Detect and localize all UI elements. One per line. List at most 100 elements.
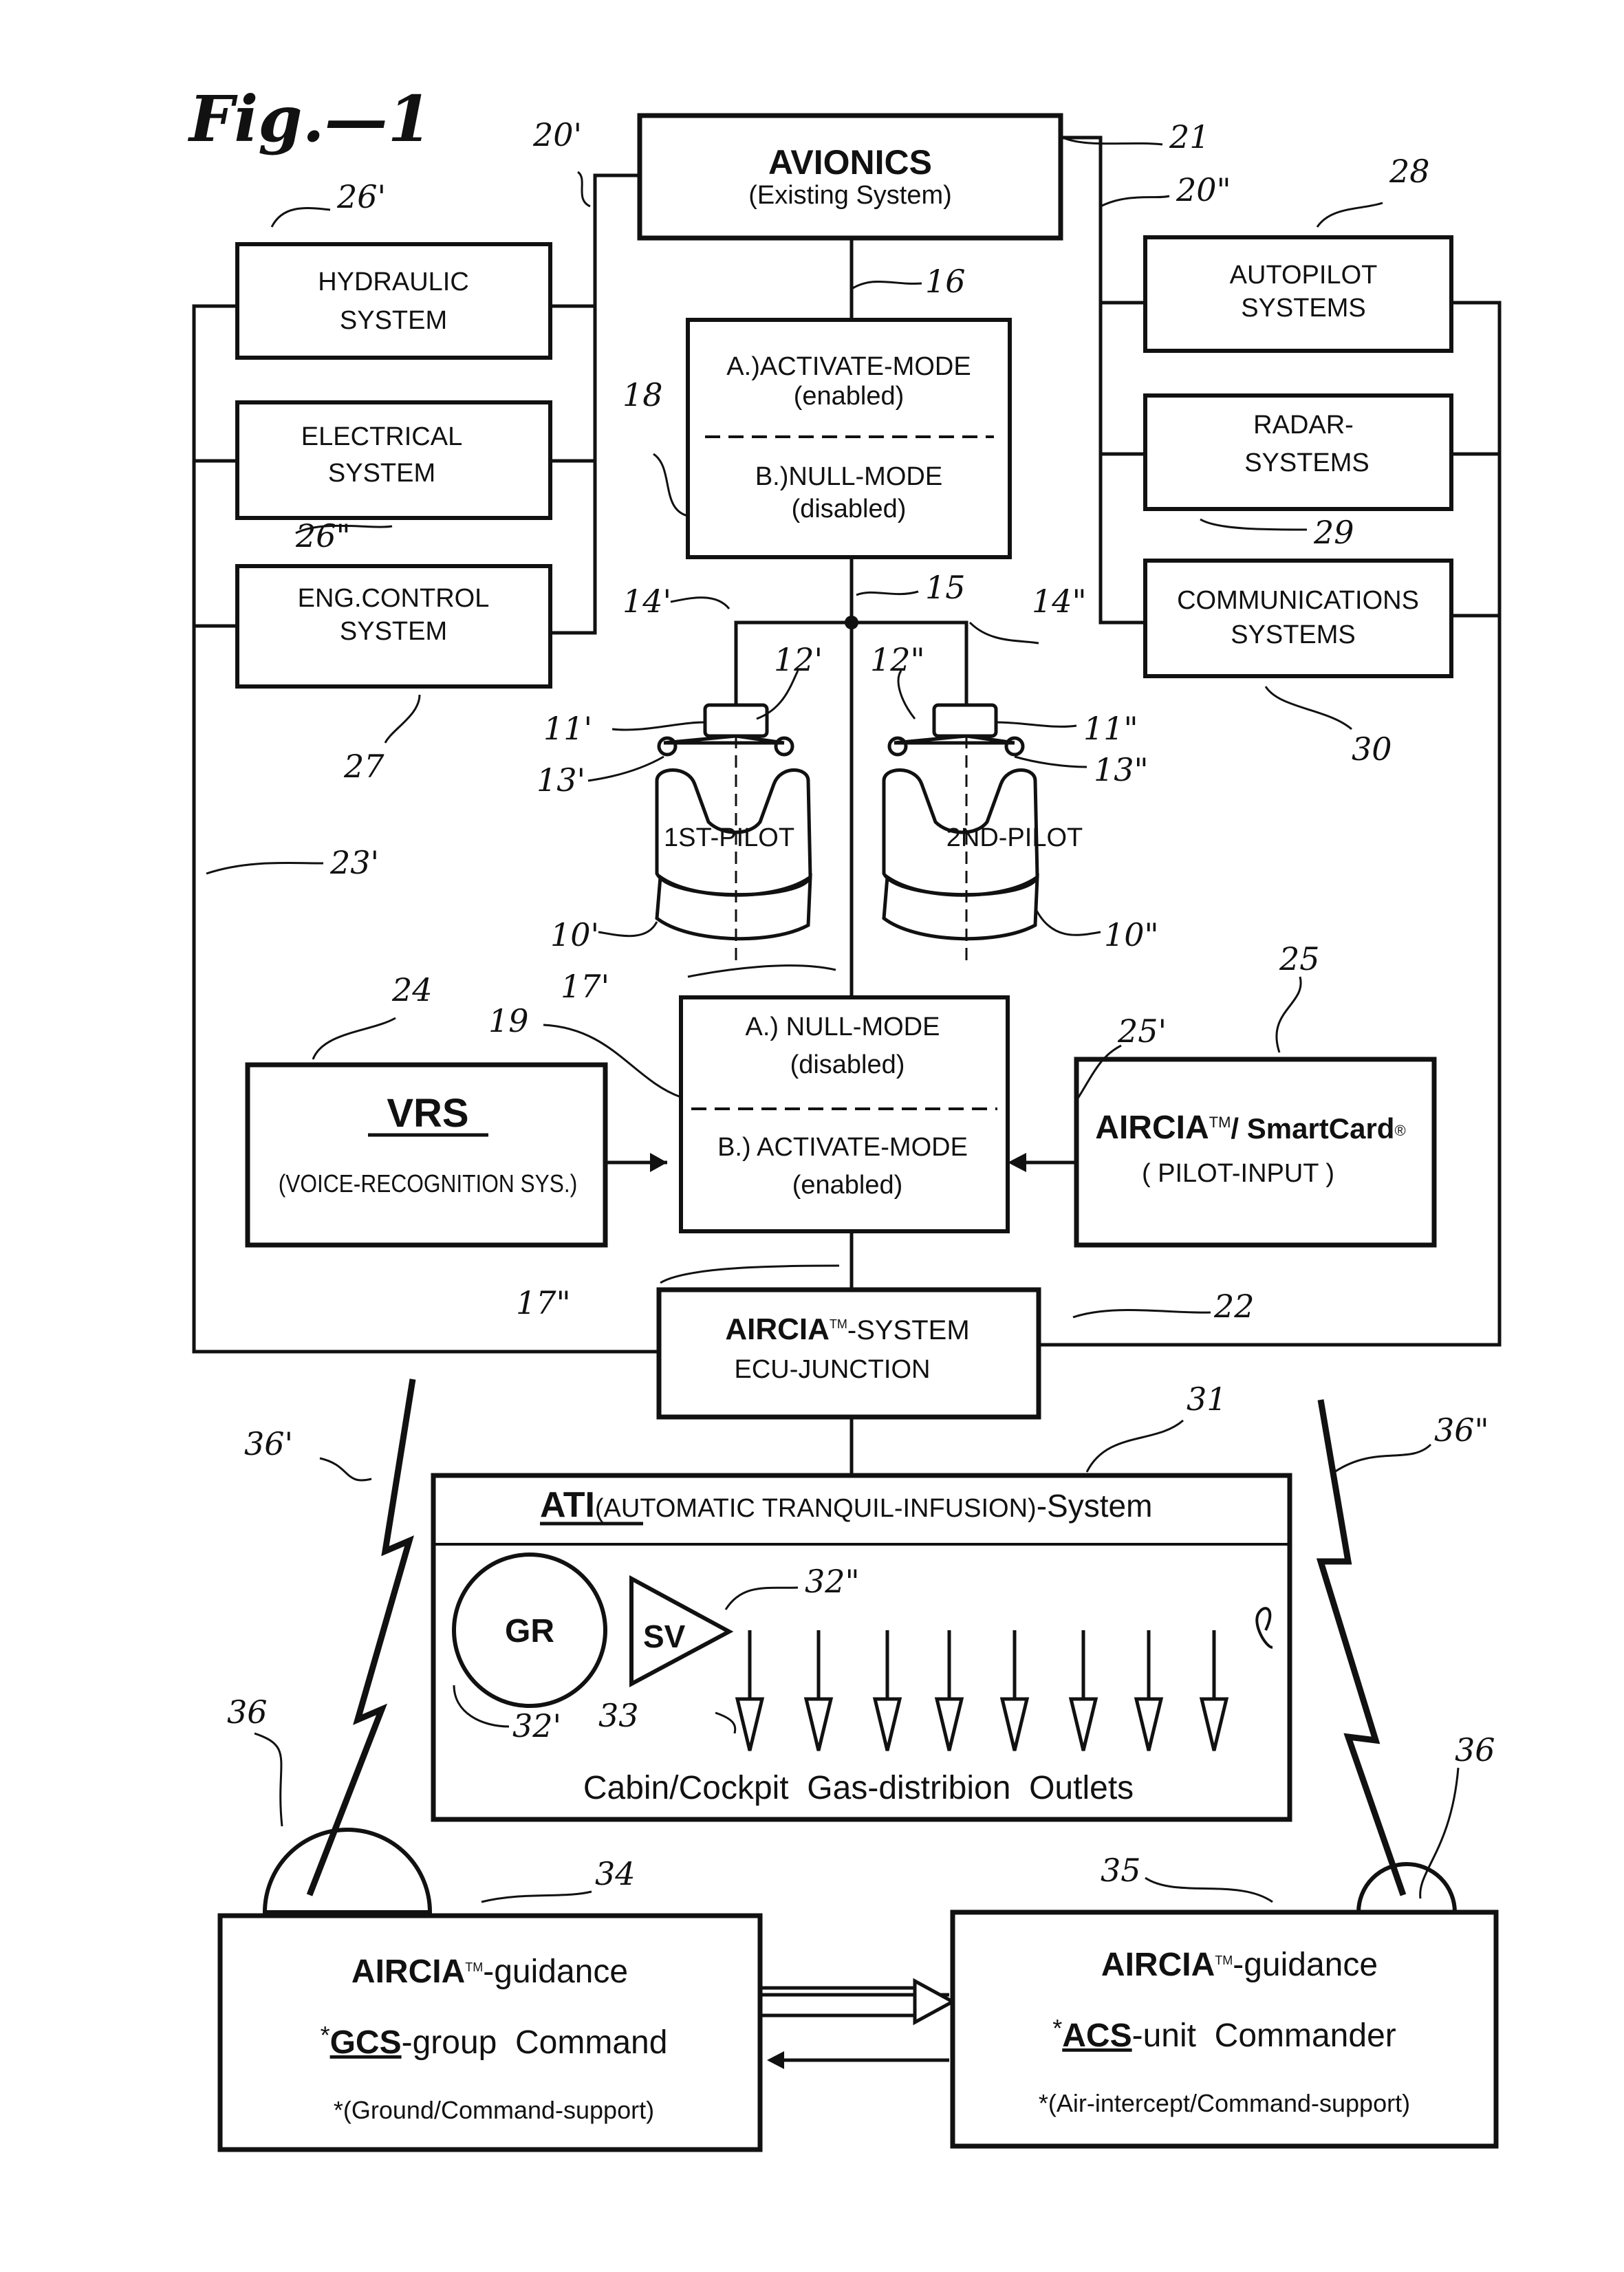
ref-20pp: 20" — [1176, 171, 1231, 208]
avionics-subtitle: (Existing System) — [748, 181, 952, 210]
ref-36b: 36 — [1455, 1731, 1495, 1768]
ref-12p: 12' — [774, 641, 823, 678]
gcs-box: AIRCIATM-guidance *GCS-group Command *(G… — [220, 1916, 760, 2150]
eng-control-box: ENG.CONTROL SYSTEM — [237, 566, 550, 686]
electrical-line1: ELECTRICAL — [301, 422, 462, 451]
vrs-box: VRS (VOICE-RECOGNITION SYS.) — [248, 1065, 605, 1245]
vrs-title: VRS — [387, 1091, 468, 1136]
ref-26p: 26' — [336, 178, 386, 215]
autopilot-line1: AUTOPILOT — [1230, 261, 1378, 290]
gcs-title: AIRCIATM-guidance — [351, 1954, 628, 1990]
smartcard-title: AIRCIATM/ SmartCard® — [1095, 1110, 1405, 1146]
acs-title: AIRCIATM-guidance — [1101, 1947, 1378, 1983]
ref-16: 16 — [925, 263, 966, 300]
arrowhead-to-gcs — [767, 2051, 784, 2069]
ref-19: 19 — [488, 1002, 529, 1039]
mode-box-lower: A.) NULL-MODE (disabled) B.) ACTIVATE-MO… — [681, 997, 1008, 1231]
junction-title: AIRCIATM-SYSTEM — [725, 1312, 969, 1346]
acs-command: *ACS-unit Commander — [1052, 2014, 1396, 2054]
ref-24: 24 — [391, 971, 433, 1008]
electrical-box: ELECTRICAL SYSTEM — [237, 402, 550, 518]
communications-box: COMMUNICATIONS SYSTEMS — [1145, 561, 1451, 676]
ref-14pp: 14" — [1032, 583, 1087, 620]
arrowhead-vrs — [650, 1153, 667, 1172]
mode-upper-a1: A.)ACTIVATE-MODE — [726, 352, 971, 381]
ecu-junction-box: AIRCIATM-SYSTEM ECU-JUNCTION — [659, 1290, 1039, 1417]
gcs-command: *GCS-group Command — [321, 2021, 668, 2061]
ref-36pp: 36" — [1434, 1411, 1489, 1449]
ref-35: 35 — [1101, 1852, 1141, 1889]
ref-30: 30 — [1352, 731, 1392, 768]
ref-32pp: 32" — [805, 1563, 860, 1600]
acs-support: *(Air-intercept/Command-support) — [1039, 2089, 1410, 2117]
junction-node — [845, 616, 858, 629]
ref-18: 18 — [622, 376, 663, 413]
ref-25: 25 — [1279, 940, 1320, 977]
ref-10pp: 10" — [1104, 916, 1159, 953]
ref-23p: 23' — [329, 844, 379, 881]
smartcard-box: AIRCIATM/ SmartCard® ( PILOT-INPUT ) — [1076, 1059, 1434, 1245]
ref-17p: 17' — [561, 968, 609, 1005]
hydraulic-box: HYDRAULIC SYSTEM — [237, 244, 550, 358]
vrs-subtitle: (VOICE-RECOGNITION SYS.) — [279, 1170, 578, 1198]
eng-control-line1: ENG.CONTROL — [298, 584, 490, 613]
lightning-bolt-right-icon — [1321, 1400, 1403, 1895]
ref-10p: 10' — [550, 916, 599, 953]
ref-32p: 32' — [512, 1707, 561, 1744]
ref-13p: 13' — [537, 761, 585, 799]
air-antenna-dome-icon — [1358, 1864, 1455, 1912]
outlets-caption: Cabin/Cockpit Gas-distribion Outlets — [583, 1770, 1134, 1806]
mode-lower-b1: B.) ACTIVATE-MODE — [717, 1133, 968, 1162]
mode-lower-a1: A.) NULL-MODE — [746, 1013, 940, 1041]
ref-26pp: 26" — [295, 517, 351, 554]
mode-upper-a2: (enabled) — [794, 382, 905, 411]
solenoid-valve-label: SV — [643, 1619, 686, 1654]
gas-reservoir-label: GR — [505, 1613, 554, 1649]
mode-lower-a2: (disabled) — [790, 1050, 905, 1079]
ref-28: 28 — [1389, 153, 1430, 190]
hydraulic-line1: HYDRAULIC — [318, 268, 469, 296]
ref-11p: 11' — [543, 710, 592, 747]
ati-system-box: ATI(AUTOMATIC TRANQUIL-INFUSION)-System … — [433, 1475, 1290, 1819]
avionics-box: AVIONICS (Existing System) — [640, 116, 1061, 238]
radar-box: RADAR- SYSTEMS — [1145, 396, 1451, 509]
ref-11pp: 11" — [1083, 710, 1138, 747]
arrowhead-to-acs — [915, 1981, 953, 2022]
junction-subtitle: ECU-JUNCTION — [735, 1355, 931, 1384]
ref-36p: 36' — [244, 1425, 293, 1462]
radar-line2: SYSTEMS — [1244, 448, 1369, 477]
gcs-support: *(Ground/Command-support) — [334, 2096, 654, 2124]
lightning-bolt-left-icon — [310, 1379, 413, 1895]
ref-33: 33 — [598, 1697, 639, 1734]
ref-36a: 36 — [227, 1694, 268, 1731]
figure-title: Fig.—1 — [187, 82, 432, 156]
ref-21: 21 — [1169, 118, 1210, 155]
ref-29: 29 — [1313, 514, 1354, 551]
autopilot-line2: SYSTEMS — [1241, 294, 1366, 323]
mode-lower-b2: (enabled) — [792, 1171, 903, 1200]
radar-line1: RADAR- — [1253, 411, 1354, 440]
communications-line1: COMMUNICATIONS — [1177, 586, 1419, 615]
ref-17pp: 17" — [516, 1284, 571, 1321]
autopilot-box: AUTOPILOT SYSTEMS — [1145, 237, 1451, 351]
ref-20p: 20' — [532, 116, 582, 153]
arrowhead-smartcard — [1008, 1153, 1026, 1172]
ref-25p: 25' — [1117, 1013, 1167, 1050]
ground-antenna-dome-icon — [265, 1830, 430, 1912]
ref-34: 34 — [595, 1855, 636, 1892]
ref-14p: 14' — [622, 583, 671, 620]
ref-15: 15 — [925, 569, 966, 606]
avionics-title: AVIONICS — [768, 143, 932, 182]
ref-22: 22 — [1213, 1288, 1255, 1325]
hydraulic-line2: SYSTEM — [340, 306, 447, 335]
electrical-line2: SYSTEM — [328, 459, 435, 488]
mode-box-upper: A.)ACTIVATE-MODE (enabled) B.)NULL-MODE … — [688, 320, 1010, 557]
ref-13pp: 13" — [1094, 751, 1149, 788]
acs-box: AIRCIATM-guidance *ACS-unit Commander *(… — [953, 1912, 1496, 2146]
ref-27: 27 — [343, 748, 385, 785]
ref-31: 31 — [1187, 1381, 1227, 1418]
second-pilot-label: 2ND-PILOT — [946, 823, 1083, 852]
communications-line2: SYSTEMS — [1231, 620, 1356, 649]
first-pilot-label: 1ST-PILOT — [664, 823, 794, 852]
